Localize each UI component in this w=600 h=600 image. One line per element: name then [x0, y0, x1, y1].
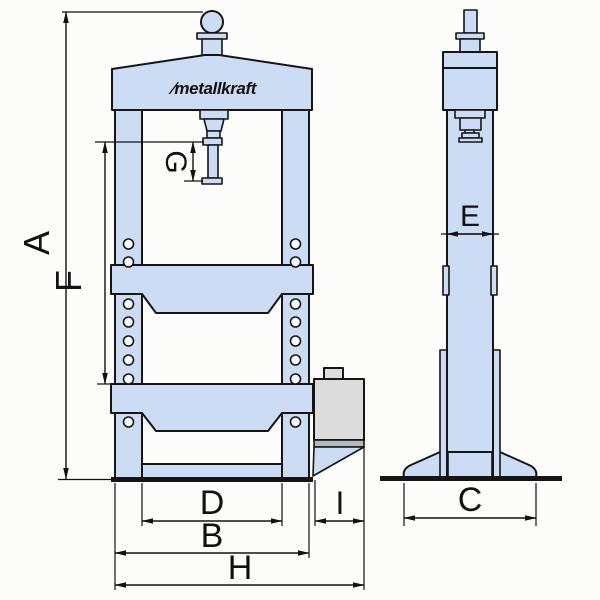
dim-i: I [314, 447, 365, 590]
dim-f: F [48, 141, 204, 385]
head-crown [111, 54, 313, 111]
mounting-hole [289, 354, 302, 366]
ram-ring [202, 137, 223, 146]
mounting-hole [122, 256, 135, 268]
dim-d: D [141, 483, 283, 526]
knob-stem [201, 38, 223, 57]
dim-label-h: H [228, 549, 253, 587]
mounting-hole [122, 316, 135, 328]
mounting-hole [122, 335, 135, 347]
pump-base-band [313, 439, 365, 448]
dim-b: B [114, 483, 310, 590]
brand-logo: ∕metallkraft [168, 79, 258, 98]
side-foot [402, 451, 538, 478]
knob-flange [196, 32, 228, 40]
mounting-hole [289, 416, 302, 428]
mounting-hole [122, 416, 135, 428]
ram-foot [201, 177, 223, 185]
side-head-block [442, 51, 498, 111]
side-ram-foot [458, 137, 483, 143]
front-view: ∕metallkraft [110, 10, 365, 482]
dimensions: A F G D I [16, 11, 537, 590]
side-view [380, 9, 562, 481]
side-ram-collar [459, 117, 482, 131]
table-pin [442, 265, 450, 296]
side-base-plate [380, 476, 562, 481]
pump-tab [323, 367, 344, 380]
table-pin [490, 265, 498, 296]
front-base-plate [111, 477, 313, 482]
dim-label-f: F [48, 270, 89, 292]
dim-label-g: G [159, 150, 192, 173]
side-column [446, 109, 494, 453]
mounting-hole [289, 238, 302, 250]
side-ram-mount [454, 109, 486, 119]
mounting-hole [289, 335, 302, 347]
dim-h: H [114, 549, 365, 588]
pump-support-wedge [312, 446, 365, 477]
handle-rod-flange [455, 32, 485, 40]
mounting-hole [122, 373, 135, 385]
mounting-hole [289, 256, 302, 268]
dim-c: C [403, 481, 537, 526]
dim-a: A [16, 11, 203, 481]
dim-label-d: D [200, 484, 225, 522]
pump-body [313, 378, 365, 441]
dim-g: G [159, 141, 203, 182]
logo-wordmark: metallkraft [174, 79, 257, 98]
ram-mount [199, 109, 229, 120]
ram-stem [206, 130, 221, 139]
hydraulic-ram [199, 109, 229, 185]
hydraulic-pump [312, 367, 365, 477]
handle-rod [463, 9, 478, 34]
upper-table [110, 264, 314, 314]
bottom-beam [141, 463, 283, 479]
mounting-hole [122, 298, 135, 310]
dim-e: E [441, 200, 499, 237]
mounting-hole [122, 354, 135, 366]
ram-collar [203, 118, 225, 132]
ram-rod [207, 144, 219, 179]
mounting-hole [289, 373, 302, 385]
mounting-hole [122, 238, 135, 250]
side-ram [454, 109, 486, 143]
dim-label-a: A [16, 231, 57, 255]
mounting-hole [289, 298, 302, 310]
mounting-hole [289, 316, 302, 328]
dim-label-e: E [460, 200, 480, 233]
ball-knob [200, 10, 224, 34]
dim-label-i: I [336, 485, 345, 521]
column-mounting-holes [122, 238, 302, 428]
dim-label-b: B [201, 517, 224, 555]
handle-rod-neck [459, 38, 481, 53]
dim-label-c: C [458, 481, 483, 519]
